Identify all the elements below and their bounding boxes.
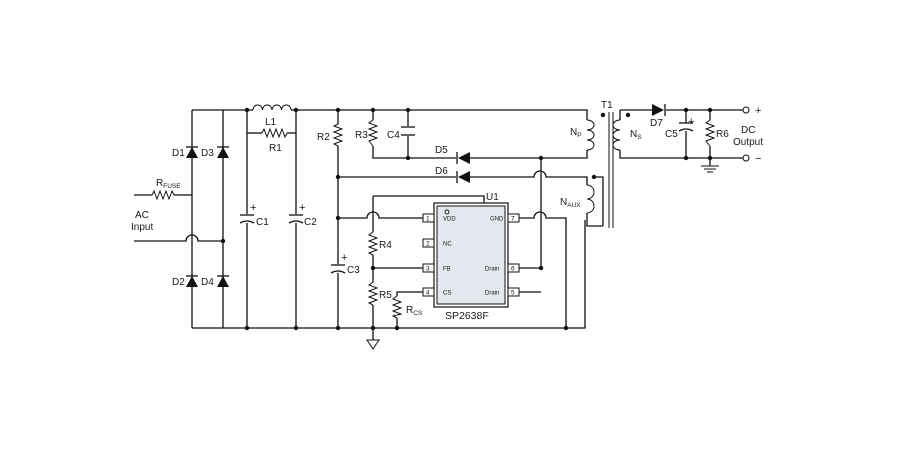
diode-d5 [456,152,470,164]
rcs-label: RCS [406,305,423,317]
wires [134,109,743,340]
resistor-r1 [261,127,288,139]
u1-label: U1 [486,192,499,203]
ac-input-label-line2: Input [131,222,153,233]
np-label: NP [570,127,582,139]
diode-d6 [456,171,470,183]
c2-label: C2 [304,217,317,228]
diode-d1 [186,146,198,158]
pin-3-number: 3 [426,266,430,273]
dc-output-label-line1: DC [741,125,755,136]
pin-2-number: 2 [426,241,430,248]
output-minus-sign: − [755,153,761,165]
pin-7-number: 7 [511,216,515,223]
r1-label: R1 [269,143,282,154]
component-labels: RFUSE AC Input D1 D3 D2 D4 L1 R1 C1 C2 R… [131,100,763,317]
t1-label: T1 [601,100,613,111]
d1-label: D1 [172,148,185,159]
ground-symbol-secondary [701,165,719,173]
inductor-l1 [252,104,292,111]
capacitor-c4 [401,126,415,136]
pin-6-number: 6 [511,266,515,273]
resistor-r5 [367,281,379,306]
junctions [220,107,713,331]
ic-part-number: SP2638F [445,310,489,322]
r4-label: R4 [379,240,392,251]
c4-label: C4 [387,130,400,141]
transformer-t1 [586,112,631,228]
capacitor-c1: + [239,202,256,224]
ground-symbol-primary [366,339,380,350]
ic-u1: 1 2 3 4 7 6 5 VDD NC FB CS GND Drain Dra… [422,192,520,322]
dc-output-label-line2: Output [733,137,763,148]
svg-text:+: + [299,202,305,214]
diode-d2 [186,275,198,287]
diode-d4 [217,275,229,287]
capacitor-c5: + [678,116,694,132]
pin-gnd-label: GND [490,217,504,223]
r2-label: R2 [317,132,330,143]
ac-input-label-line1: AC [135,210,149,221]
d4-label: D4 [201,277,214,288]
pin-4-number: 4 [426,290,430,297]
diode-d7 [652,104,666,116]
pin-fb-label: FB [443,267,451,273]
d3-label: D3 [201,148,214,159]
resistor-r3 [367,119,379,147]
resistor-rcs [391,295,403,319]
pin-5-number: 5 [511,290,515,297]
capacitor-c2: + [288,202,305,224]
d2-label: D2 [172,277,185,288]
resistor-r4 [367,231,379,256]
resistor-rfuse [151,189,175,201]
r3-label: R3 [355,130,368,141]
resistor-r6 [704,119,716,147]
pin-vdd-label: VDD [443,217,456,223]
d6-label: D6 [435,166,448,177]
svg-text:+: + [688,116,694,128]
capacitor-c3: + [330,252,347,274]
c1-label: C1 [256,217,269,228]
d5-label: D5 [435,145,448,156]
output-plus-sign: + [755,105,761,117]
naux-label: NAUX [560,197,581,209]
l1-label: L1 [265,117,277,128]
pin-cs-label: CS [443,291,451,297]
output-terminals [742,106,750,162]
ns-label: NS [630,129,642,141]
pin-drain-5-label: Drain [485,291,499,297]
c5-label: C5 [665,129,678,140]
pin-drain-6-label: Drain [485,267,499,273]
r5-label: R5 [379,290,392,301]
pin-1-number: 1 [426,216,430,223]
svg-text:+: + [250,202,256,214]
r6-label: R6 [716,129,729,140]
rfuse-label: RFUSE [156,178,181,190]
diode-d3 [217,146,229,158]
c3-label: C3 [347,265,360,276]
svg-text:+: + [341,252,347,264]
resistor-r2 [332,123,344,147]
pin-nc-label: NC [443,242,452,248]
d7-label: D7 [650,118,663,129]
